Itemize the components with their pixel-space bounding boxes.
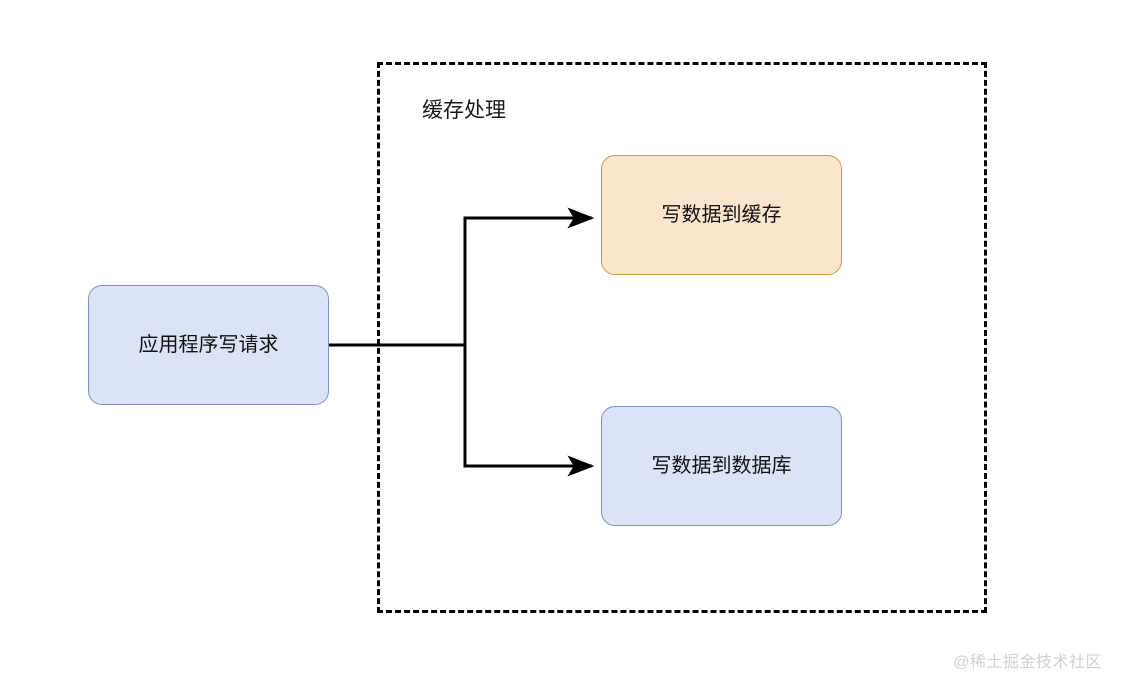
node-write-to-database[interactable]: 写数据到数据库 [601,406,842,526]
watermark: @稀土掘金技术社区 [953,654,1102,671]
group-label-cache-processing: 缓存处理 [422,99,506,122]
node-label: 写数据到缓存 [661,204,782,226]
node-label: 写数据到数据库 [651,455,792,477]
node-write-to-cache[interactable]: 写数据到缓存 [601,155,842,275]
node-label: 应用程序写请求 [138,334,279,356]
node-app-write-request[interactable]: 应用程序写请求 [88,285,329,405]
group-container-cache-processing [377,62,987,613]
